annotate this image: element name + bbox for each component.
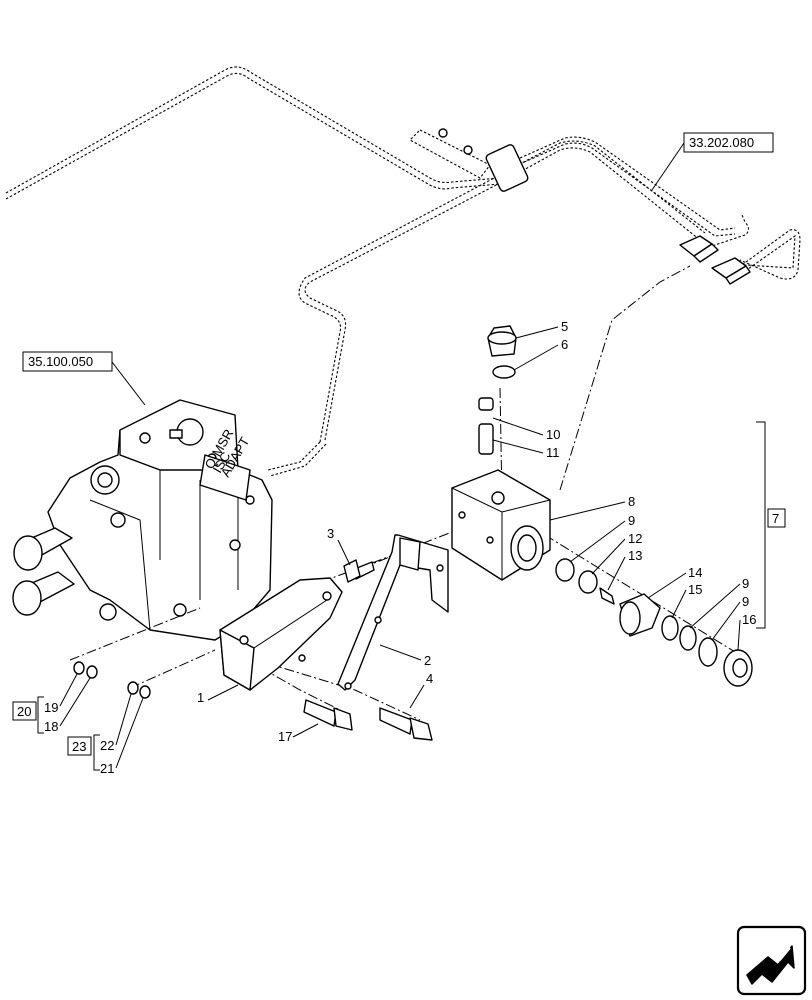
reference-box-23[interactable]: 23: [67, 736, 92, 756]
washer-22: [127, 681, 139, 695]
callout-17: 17: [278, 729, 292, 744]
restrictor-11: [478, 423, 494, 455]
callout-2: 2: [424, 653, 431, 668]
control-valve: Q-MSR ISC ADAPT: [47, 399, 273, 641]
callout-14: 14: [688, 565, 702, 580]
group-bracket-7: [756, 421, 766, 629]
reference-text-33-202-080: 33.202.080: [689, 135, 754, 150]
seal-ring-6: [492, 365, 516, 379]
bolt-3: [343, 559, 375, 583]
valve-spool-lower: [12, 571, 75, 616]
pipe-end-fitting-lower: [711, 257, 751, 285]
reference-box-33-202-080[interactable]: 33.202.080: [683, 132, 774, 153]
leader-35-100-050: [111, 361, 146, 406]
pipe-clamp: [438, 128, 529, 192]
leader-33-202-080: [651, 142, 685, 191]
group-bracket-20: [37, 696, 44, 734]
callout-18: 18: [44, 719, 58, 734]
pipe-lines: [5, 66, 801, 477]
mounting-bracket-2: [337, 534, 449, 691]
plug-21: [139, 685, 151, 699]
callout-9-b: 9: [742, 576, 749, 591]
o-ring-9b: [679, 625, 697, 651]
reference-box-20[interactable]: 20: [12, 701, 37, 721]
o-ring-9c: [698, 637, 718, 667]
plug-5: [487, 325, 517, 357]
callout-19: 19: [44, 700, 58, 715]
bolt-4: [379, 707, 433, 741]
callout-11: 11: [546, 445, 560, 460]
callout-16: 16: [742, 612, 756, 627]
reference-box-7[interactable]: 7: [767, 508, 786, 528]
callout-8: 8: [628, 494, 635, 509]
pipe-end-fitting-upper: [679, 235, 719, 263]
next-page-arrow-icon[interactable]: [736, 925, 807, 996]
callout-9-c: 9: [742, 594, 749, 609]
callouts: 1 2 3 4 5 6 8 9 10 11 12 13 14 15 9 9 16…: [44, 319, 756, 776]
callout-15: 15: [688, 582, 702, 597]
spring-15: [661, 615, 679, 641]
valve-spool-upper: [13, 527, 73, 571]
callout-6: 6: [561, 337, 568, 352]
bolt-17: [303, 699, 353, 731]
reference-text-23: 23: [72, 739, 86, 754]
plug-16: [723, 649, 753, 687]
callout-5: 5: [561, 319, 568, 334]
o-ring-9a: [555, 558, 575, 582]
callout-4: 4: [426, 671, 433, 686]
callout-9-a: 9: [628, 513, 635, 528]
callout-10: 10: [546, 427, 560, 442]
washer-19: [73, 661, 85, 675]
reference-text-7: 7: [772, 511, 779, 526]
callout-3: 3: [327, 526, 334, 541]
check-valve-14: [619, 593, 661, 637]
plug-18: [86, 665, 98, 679]
callout-12: 12: [628, 531, 642, 546]
reference-text-35-100-050: 35.100.050: [28, 354, 93, 369]
pin-13: [599, 587, 615, 605]
group-bracket-23: [93, 734, 100, 771]
adapter-block-8: [451, 469, 551, 581]
callout-22: 22: [100, 738, 114, 753]
callout-13: 13: [628, 548, 642, 563]
reference-box-35-100-050[interactable]: 35.100.050: [22, 351, 113, 372]
callout-21: 21: [100, 761, 114, 776]
reference-text-20: 20: [17, 704, 31, 719]
callout-1: 1: [197, 690, 204, 705]
spacer-plate-1: [219, 577, 343, 691]
seal-12: [578, 570, 598, 594]
restrictor-10: [478, 397, 494, 411]
